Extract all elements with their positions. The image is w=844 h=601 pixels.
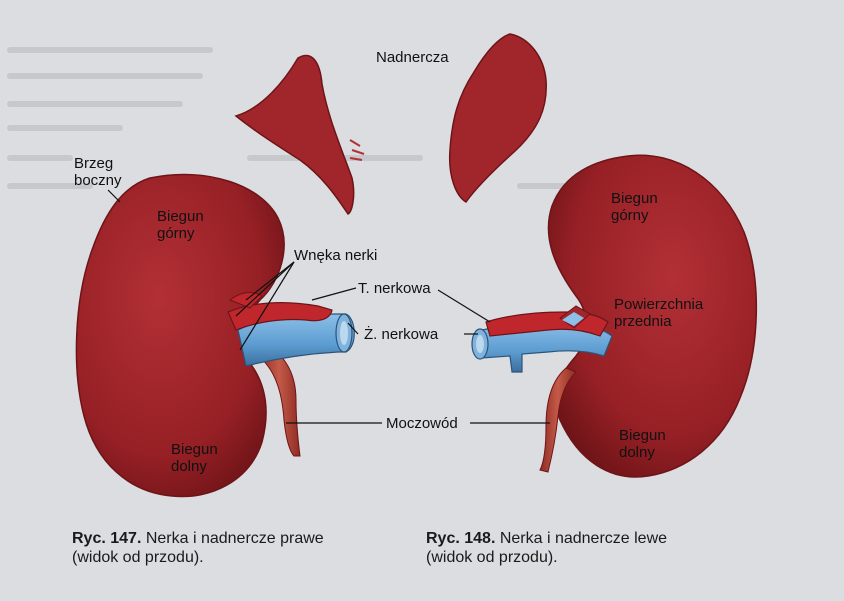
ureter-left <box>539 367 577 473</box>
label-upper-pole-right-line2: górny <box>157 225 195 242</box>
caption-figure-147: Ryc. 147. Nerka i nadnercze prawe (widok… <box>72 529 324 567</box>
label-renal-artery: T. nerkowa <box>358 280 431 297</box>
caption-147-text-line2: (widok od przodu). <box>72 549 204 566</box>
renal-artery-right <box>227 302 333 331</box>
adrenal-gland-left <box>448 33 547 203</box>
kidney-right <box>75 173 285 498</box>
label-renal-hilum: Wnęka nerki <box>294 247 378 264</box>
kidney-left <box>547 154 758 478</box>
adrenal-gland-right <box>234 54 355 215</box>
caption-148-number: Ryc. 148. <box>426 530 496 547</box>
caption-147-number: Ryc. 147. <box>72 530 142 547</box>
caption-figure-148: Ryc. 148. Nerka i nadnercze lewe (widok … <box>426 529 667 567</box>
label-anterior-surface-line2: przednia <box>614 313 672 330</box>
ureter-right <box>257 347 301 457</box>
label-anterior-surface-line1: Powierzchnia <box>614 296 704 313</box>
label-lower-pole-left-line2: dolny <box>619 444 655 461</box>
caption-147-text-line1: Nerka i nadnercze prawe <box>141 530 324 547</box>
label-upper-pole-right-line1: Biegun <box>157 208 204 225</box>
label-upper-pole-left-line2: górny <box>611 207 649 224</box>
label-ureter: Moczowód <box>386 415 458 432</box>
caption-148-text-line1: Nerka i nadnercze lewe <box>495 530 668 547</box>
label-adrenal-glands: Nadnercza <box>376 49 449 66</box>
caption-148-text-line2: (widok od przodu). <box>426 549 558 566</box>
label-lower-pole-left-line1: Biegun <box>619 427 666 444</box>
label-upper-pole-left-line1: Biegun <box>611 190 658 207</box>
label-lower-pole-right-line1: Biegun <box>171 441 218 458</box>
label-lower-pole-right-line2: dolny <box>171 458 207 475</box>
label-renal-vein: Ż. nerkowa <box>364 326 439 343</box>
label-lateral-border-line1: Brzeg <box>74 155 114 172</box>
leader-lines <box>107 189 550 424</box>
label-lateral-border-line2: boczny <box>74 172 122 189</box>
